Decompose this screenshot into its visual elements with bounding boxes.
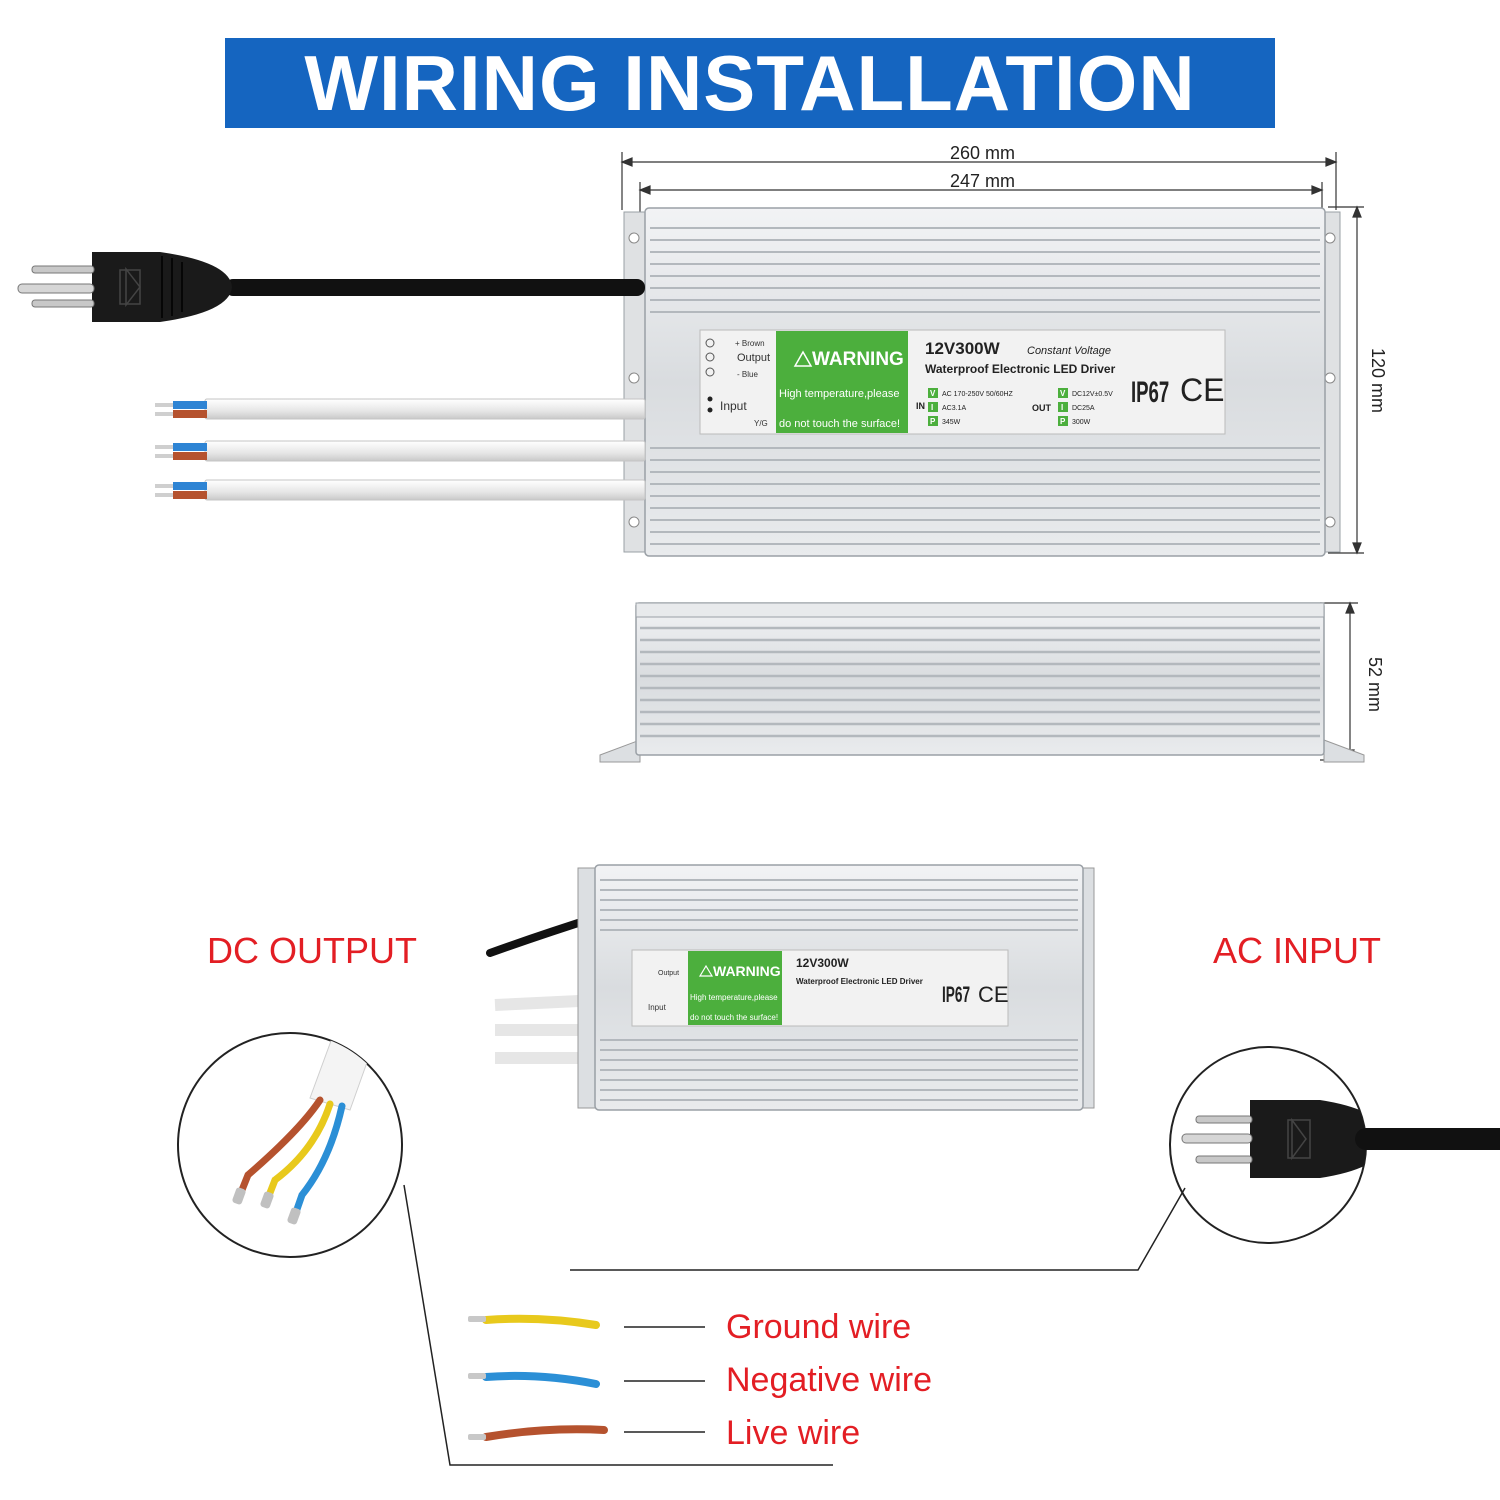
label-description: Waterproof Electronic LED Driver: [925, 362, 1116, 376]
label-in-i: AC3.1A: [942, 405, 966, 412]
dim-width: 120 mm: [1368, 347, 1389, 414]
label-warning-line2: do not touch the surface!: [779, 418, 900, 430]
small-label-terminal-mid: Output: [658, 970, 679, 977]
label-out-i: DC25A: [1072, 405, 1095, 412]
label-input: Input: [720, 399, 747, 413]
small-label-description: Waterproof Electronic LED Driver: [796, 977, 923, 986]
label-terminal-mid: Output: [737, 352, 770, 364]
label-in-p-letter: P: [930, 417, 936, 426]
small-label-model: 12V300W: [796, 956, 849, 970]
label-cert: CE: [1180, 372, 1224, 408]
label-terminal-bottom: - Blue: [737, 370, 758, 379]
dc-cables-top: [155, 398, 646, 501]
driver-side-view: [599, 602, 1365, 763]
dc-output-zoom: [177, 1032, 403, 1258]
legend-ground-wire: [482, 1314, 600, 1329]
small-label-cert: CE: [978, 982, 1009, 1007]
driver-top-view: + Brown Output - Blue Input Y/G WARNING …: [623, 207, 1341, 557]
label-in-i-letter: I: [931, 403, 933, 412]
dim-overall-length: 260 mm: [950, 143, 1016, 163]
label-out-v: DC12V±0.5V: [1072, 391, 1113, 398]
label-in-p: 345W: [942, 419, 961, 426]
small-label-warning-title: WARNING: [713, 963, 781, 979]
legend-negative-wire: [482, 1371, 600, 1388]
small-label-warning-line2: do not touch the surface!: [690, 1013, 778, 1022]
dc-output-label: DC OUTPUT: [207, 930, 417, 971]
legend-live-label: Live wire: [726, 1414, 861, 1452]
ac-plug-top: [17, 252, 645, 322]
title-banner: WIRING INSTALLATION: [225, 38, 1275, 128]
small-label-input: Input: [648, 1003, 667, 1012]
label-in-v-letter: V: [930, 389, 936, 398]
ac-input-zoom: [1169, 1046, 1500, 1244]
legend-negative-label: Negative wire: [726, 1361, 932, 1399]
label-rating: IP67: [1131, 376, 1169, 410]
label-in: IN: [916, 401, 925, 411]
driver-perspective-view: WARNING High temperature,please do not t…: [486, 864, 1095, 1111]
label-in-v: AC 170-250V 50/60HZ: [942, 391, 1014, 398]
label-mode: Constant Voltage: [1027, 345, 1111, 357]
dim-height: 52 mm: [1365, 656, 1386, 713]
legend-wires: [468, 1314, 608, 1441]
dim-body-length: 247 mm: [950, 171, 1016, 191]
label-model: 12V300W: [925, 339, 1001, 358]
label-out-p-letter: P: [1060, 417, 1066, 426]
small-label-warning-line1: High temperature,please: [690, 993, 778, 1002]
label-out-p: 300W: [1072, 419, 1091, 426]
label-warning-title: WARNING: [812, 349, 904, 370]
label-out-v-letter: V: [1060, 389, 1066, 398]
label-ground: Y/G: [754, 419, 768, 428]
banner-title: WIRING INSTALLATION: [304, 39, 1196, 127]
label-terminal-top: + Brown: [735, 339, 765, 348]
label-out-i-letter: I: [1061, 403, 1063, 412]
label-warning-line1: High temperature,please: [779, 388, 899, 400]
small-label-rating: IP67: [942, 982, 970, 1007]
ac-input-label: AC INPUT: [1213, 930, 1382, 971]
legend-ground-label: Ground wire: [726, 1308, 912, 1346]
legend-live-wire: [482, 1425, 608, 1441]
label-out: OUT: [1032, 403, 1052, 413]
dimension-lines: [620, 152, 1364, 762]
